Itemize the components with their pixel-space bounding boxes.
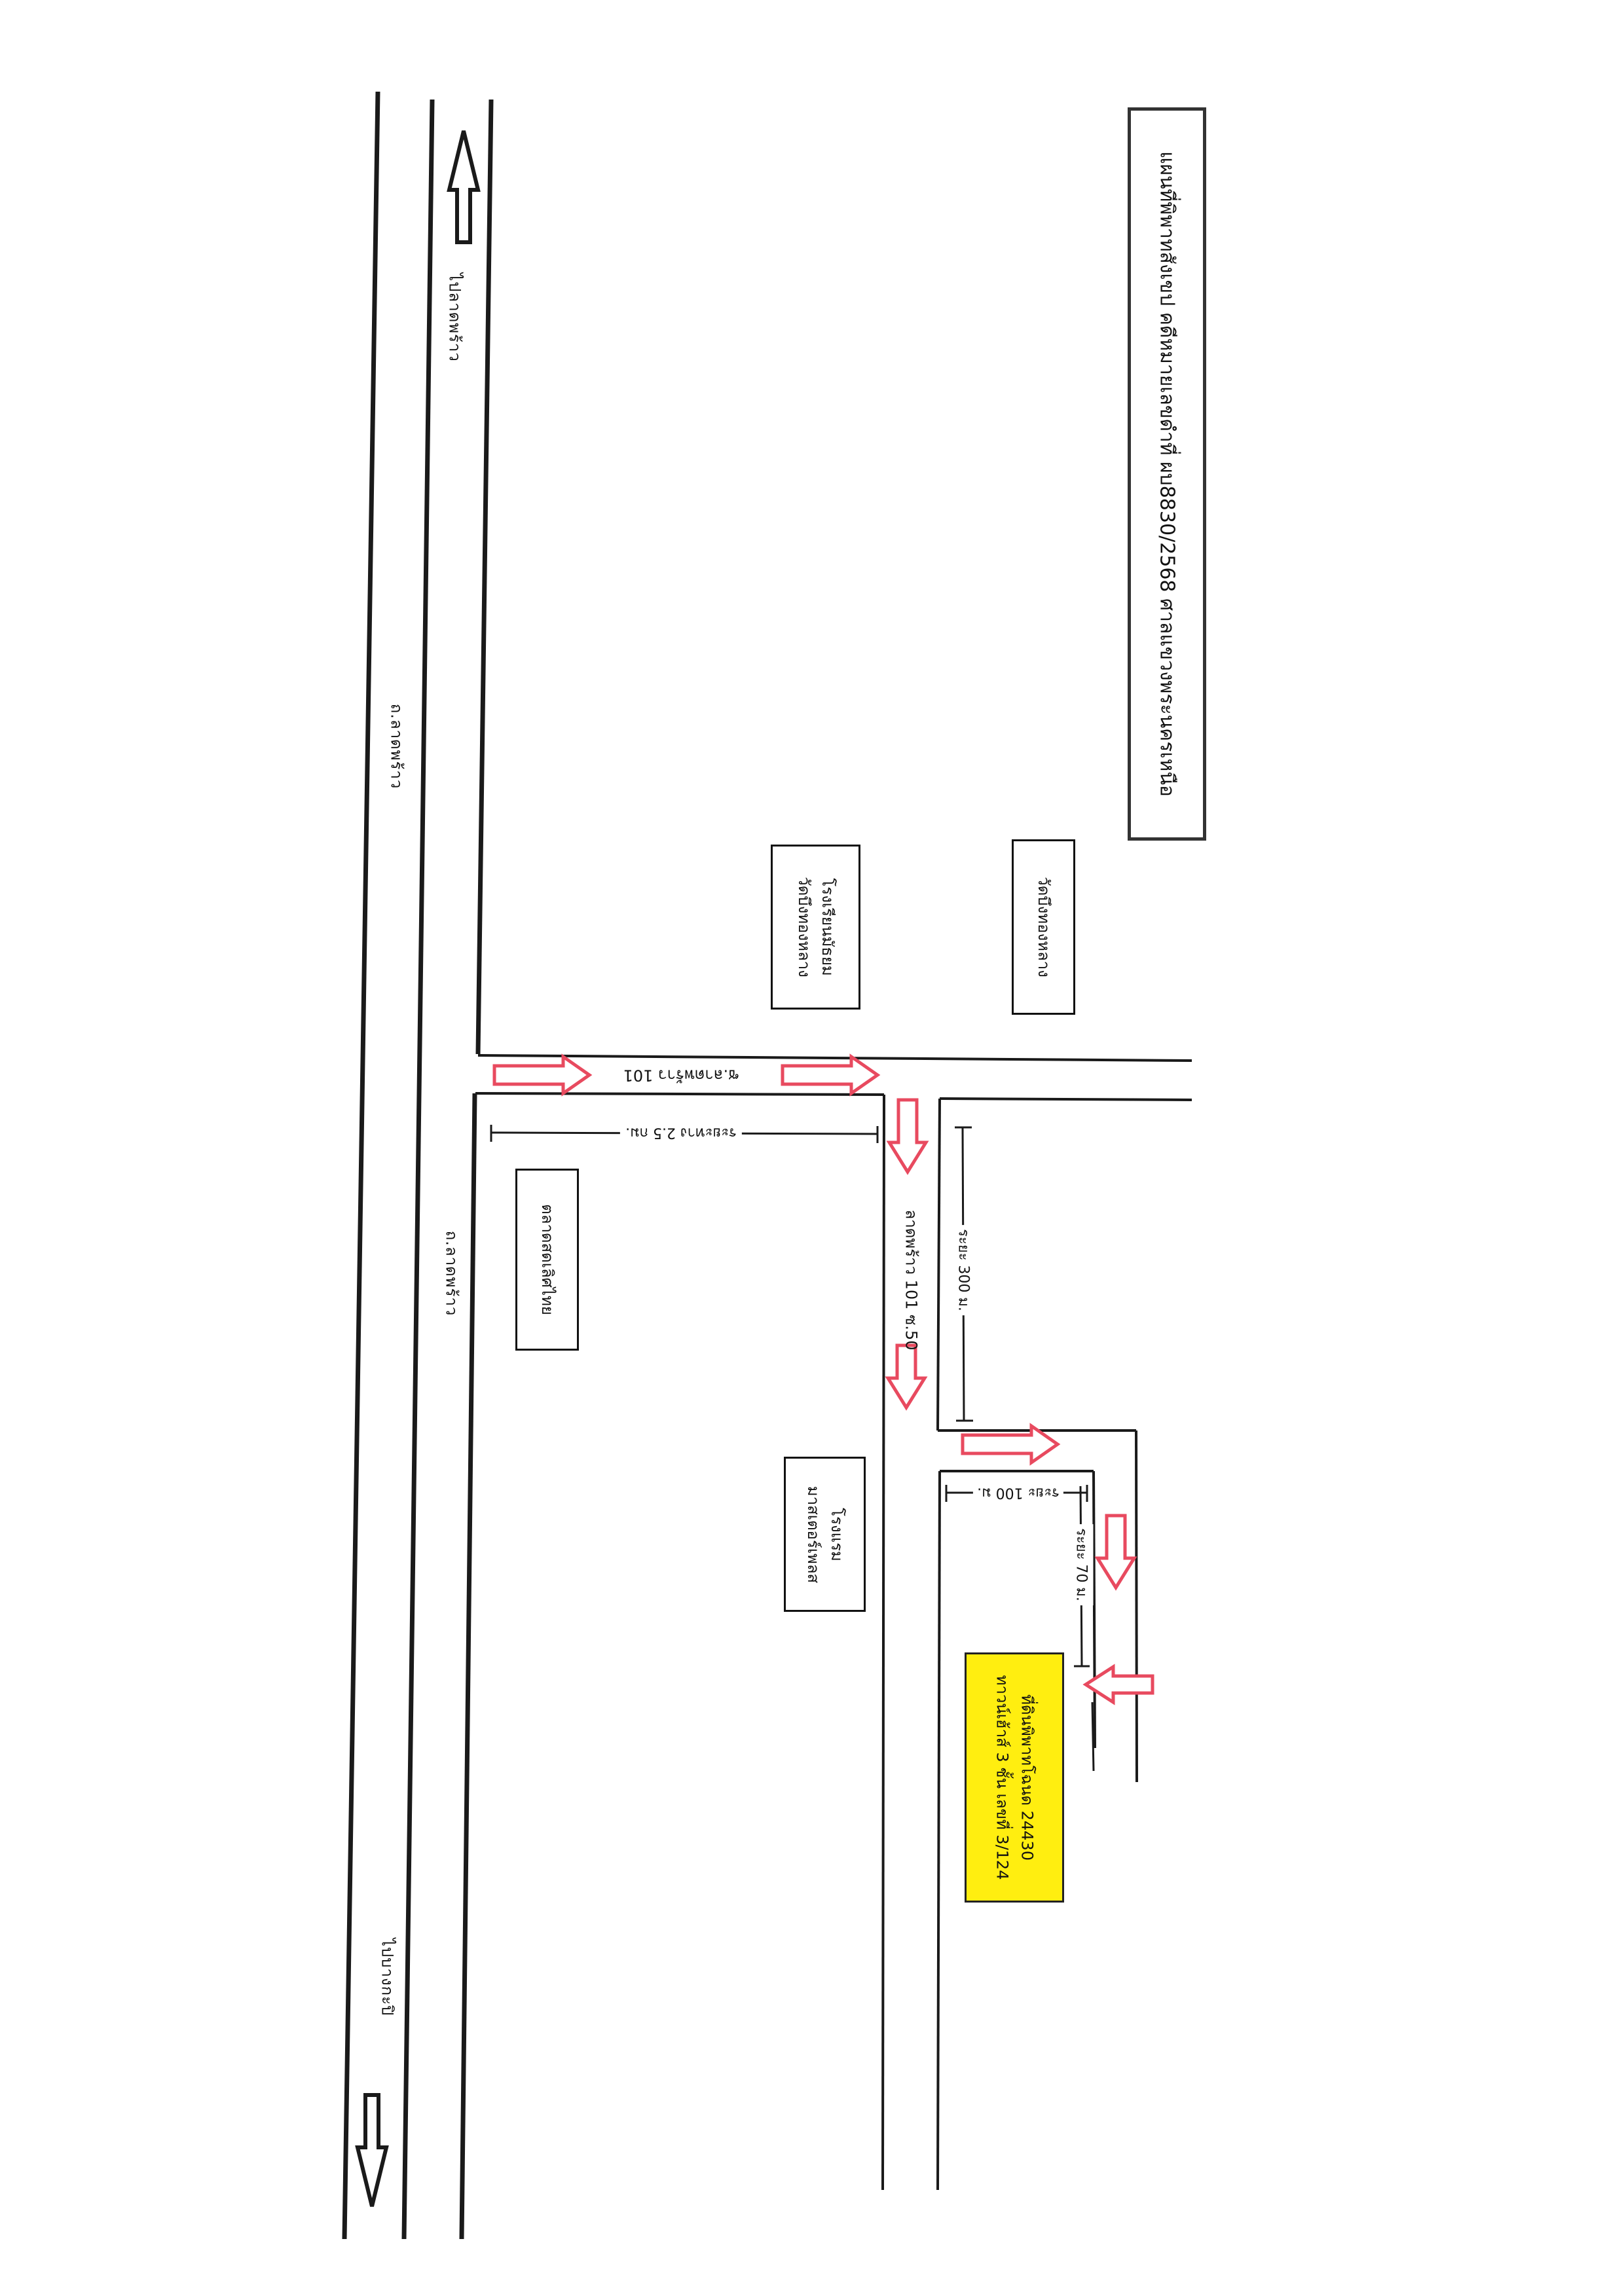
lane-inner-edge [1092, 1470, 1096, 1749]
south-arrow [355, 2093, 389, 2207]
soi-50-left-edge [881, 1094, 885, 2191]
school-landmark-line-2: วัดบึงทองหลาง [794, 877, 813, 977]
map-title: แผนที่พิพาทสังเขป คดีหมายเลขดำที่ ผบ8830… [1155, 151, 1179, 797]
dim-70m-label: ระยะ 70 ม. [1070, 1524, 1094, 1605]
market-landmark-box: ตลาดสดเลิศไทย [515, 1169, 579, 1351]
route-arrow-3 [886, 1098, 929, 1175]
dim-2-5km-label: ระยะทาง 2.5 กม. [620, 1121, 742, 1145]
route-arrow-1 [492, 1053, 593, 1097]
main-road-label-mid: ถ.ลาดพร้าว [442, 1230, 461, 1317]
main-road-lane-divider [475, 99, 494, 1055]
north-arrow-shape [447, 130, 481, 244]
route-arrows [492, 1053, 1154, 1705]
direction-north-label: ไปลาดพร้าว [445, 273, 464, 362]
lane-left-edge [936, 1470, 941, 2191]
destination-label: ที่ดินพิพาทโฉนด 24430 ทาวน์เฮ้าส์ 3 ชั้น… [989, 1675, 1040, 1880]
school-landmark-box: โรงเรียนมัธยม วัดบึงทองหลาง [771, 845, 860, 1010]
school-landmark-label: โรงเรียนมัธยม วัดบึงทองหลาง [792, 877, 840, 977]
soi-50-label: ลาดพร้าว 101 ซ.50 [902, 1209, 921, 1351]
main-road-label-top: ถ.ลาดพร้าว [387, 703, 406, 790]
destination-line-1: ที่ดินพิพาทโฉนด 24430 [1018, 1694, 1037, 1861]
soi-ladprao-101 [475, 1054, 1192, 2191]
lane-right-edge [1135, 1430, 1138, 1783]
soi-101-label: ซ.ลาดพร้าว 101 [623, 1066, 739, 1085]
route-arrow-5 [961, 1423, 1061, 1466]
south-arrow-shape [355, 2093, 389, 2207]
route-arrow-2 [781, 1053, 881, 1097]
route-arrow-6 [1094, 1514, 1137, 1591]
temple-landmark-box: วัดบึงทองหลาง [1012, 839, 1075, 1015]
main-road-edge-left [342, 91, 380, 2240]
main-road-lane-divider-lower [459, 1093, 477, 2240]
route-arrow-7 [1082, 1664, 1154, 1705]
dim-300m-label: ระยะ 300 ม. [952, 1225, 976, 1315]
hotel-landmark-label: โรงแรม มาสเตอร์เพลส [802, 1485, 849, 1582]
soi-101-top-edge [477, 1054, 1192, 1062]
direction-south-label: ไปบางกะปิ [378, 1938, 397, 2016]
route-arrow-4 [885, 1343, 928, 1411]
soi-50-right-edge [936, 1098, 941, 1431]
north-arrow [447, 130, 481, 244]
soi-101-bottom-edge [475, 1092, 885, 1096]
dim-100m-label: ระยะ 100 ม. [973, 1482, 1063, 1505]
dim-70m-extra [1091, 1702, 1095, 1772]
school-landmark-line-1: โรงเรียนมัธยม [818, 878, 837, 976]
destination-line-2: ทาวน์เฮ้าส์ 3 ชั้น เลขที่ 3/124 [993, 1675, 1011, 1880]
hotel-landmark-line-1: โรงแรม [827, 1507, 846, 1561]
soi-101-bottom-edge-right [939, 1097, 1192, 1101]
market-landmark-label: ตลาดสดเลิศไทย [538, 1204, 557, 1315]
hotel-landmark-box: โรงแรม มาสเตอร์เพลส [784, 1457, 866, 1612]
map-title-box: แผนที่พิพาทสังเขป คดีหมายเลขดำที่ ผบ8830… [1128, 107, 1206, 841]
hotel-landmark-line-2: มาสเตอร์เพลส [803, 1485, 822, 1583]
destination-box: ที่ดินพิพาทโฉนด 24430 ทาวน์เฮ้าส์ 3 ชั้น… [965, 1652, 1064, 1903]
main-road [342, 91, 494, 2240]
temple-landmark-label: วัดบึงทองหลาง [1034, 877, 1053, 977]
main-road-edge-right [401, 99, 435, 2240]
